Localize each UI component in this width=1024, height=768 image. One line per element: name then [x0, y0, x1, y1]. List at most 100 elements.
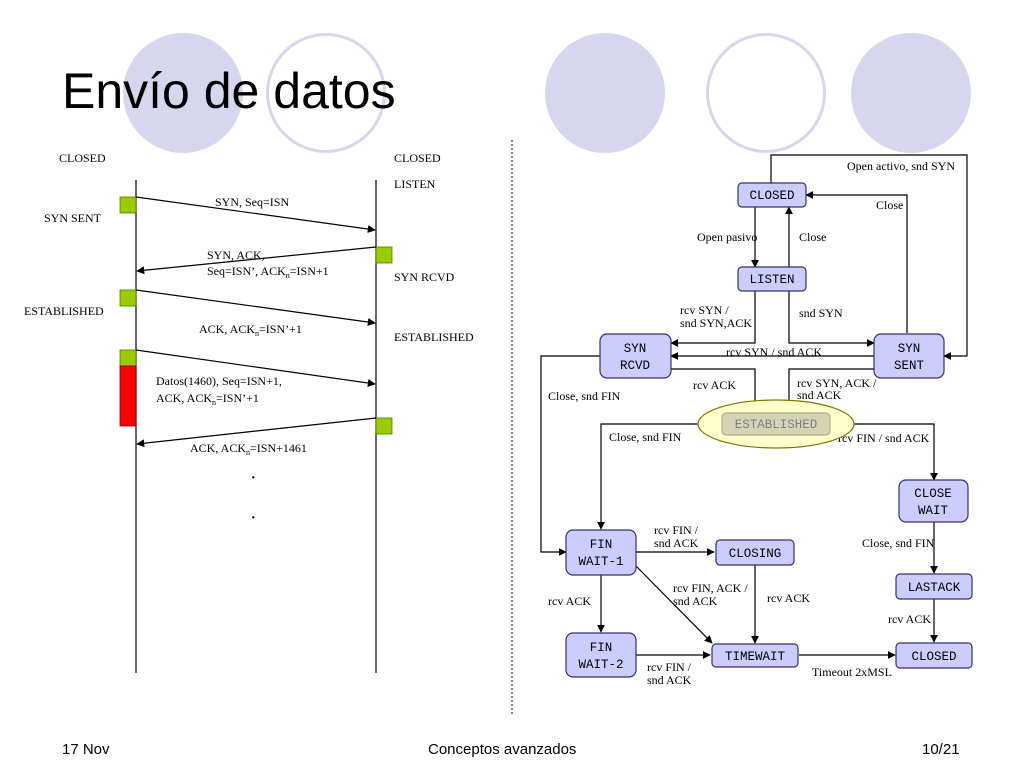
state-close-wait: CLOSE WAIT [898, 479, 969, 523]
state-lastack-label: LASTACK [908, 581, 961, 595]
segment-marker-syn [119, 196, 137, 214]
transition-close-syn-sent [805, 191, 908, 333]
state-fin-wait-1: FIN WAIT-1 [565, 529, 637, 576]
label-close-listen: Close [799, 230, 826, 244]
state-fin-wait-2: FIN WAIT-2 [565, 632, 637, 678]
message-arrow-final-ack [136, 417, 377, 448]
label-rcv-syn-snd-ack: rcv SYN / snd ACK [726, 345, 822, 359]
message-label-data-2: ACK, ACKn=ISN’+1 [156, 391, 259, 407]
label-fw1-rcv-fin-1: rcv FIN / [654, 523, 699, 537]
state-closed-top: CLOSED [737, 182, 807, 208]
label-rcv-finack-2: snd ACK [673, 594, 718, 608]
state-closed-top-label: CLOSED [749, 189, 794, 203]
state-fin-wait-1-label-1: FIN [590, 538, 613, 552]
transition-close-syn-rcvd [540, 355, 600, 556]
slide-title: Envío de datos [62, 63, 396, 119]
transition-open-activo [770, 154, 968, 360]
continuation-dot-1: · [250, 467, 257, 489]
message-label-ack: ACK, ACKn=ISN’+1 [199, 322, 302, 338]
server-state-syn-rcvd: SYN RCVD [394, 270, 455, 284]
state-syn-rcvd-label-1: SYN [624, 342, 647, 356]
state-closed-bottom-label: CLOSED [911, 650, 956, 664]
state-fin-wait-1-label-2: WAIT-1 [578, 555, 623, 569]
state-timewait-label: TIMEWAIT [725, 650, 786, 664]
server-state-established: ESTABLISHED [394, 330, 474, 344]
server-state-listen: LISTEN [394, 177, 436, 191]
label-close-snd-fin-cw: Close, snd FIN [862, 536, 935, 550]
transition-close-established [597, 423, 722, 530]
message-arrow-ack [135, 289, 376, 326]
state-syn-rcvd-label-2: RCVD [620, 359, 650, 373]
label-snd-syn: snd SYN [799, 306, 843, 320]
state-established-label: ESTABLISHED [735, 418, 818, 432]
state-close-wait-label-2: WAIT [918, 504, 949, 518]
client-state-syn-sent: SYN SENT [44, 211, 102, 225]
label-rcv-ack: rcv ACK [693, 378, 736, 392]
segment-marker-ack [119, 289, 137, 307]
segment-marker-data-header [119, 349, 137, 367]
message-label-syn: SYN, Seq=ISN [215, 195, 289, 209]
transition-rcv-synack [785, 368, 874, 412]
client-state-closed: CLOSED [59, 151, 106, 165]
message-label-synack-2: Seq=ISN’, ACKn=ISN+1 [207, 264, 329, 280]
state-close-wait-label-1: CLOSE [914, 487, 952, 501]
segment-marker-data-payload [119, 365, 137, 427]
label-open-activo: Open activo, snd SYN [847, 159, 955, 173]
message-label-final-ack: ACK, ACKn=ISN+1461 [190, 441, 307, 457]
transition-rcv-ack [671, 368, 759, 412]
tcp-state-machine: Open activo, snd SYN Close Open pasivo C… [540, 154, 973, 687]
message-label-data-1: Datos(1460), Seq=ISN+1, [156, 374, 282, 388]
label-open-pasivo: Open pasivo [697, 230, 757, 244]
state-fin-wait-2-label-1: FIN [590, 641, 613, 655]
state-closing: CLOSING [715, 539, 795, 566]
sequence-diagram: CLOSED SYN SENT ESTABLISHED CLOSED LISTE… [24, 151, 474, 673]
state-closing-label: CLOSING [729, 547, 782, 561]
label-rcv-syn-2: snd SYN,ACK [680, 316, 752, 330]
transition-rcv-fin-established [830, 423, 938, 481]
state-lastack: LASTACK [895, 573, 973, 600]
state-syn-rcvd: SYN RCVD [599, 333, 672, 379]
label-rcv-synack-2: snd ACK [797, 388, 842, 402]
label-lastack-rcv-ack: rcv ACK [888, 612, 931, 626]
label-close-snd-fin-est: Close, snd FIN [609, 430, 682, 444]
decorative-circle-1 [123, 33, 243, 153]
message-label-synack-1: SYN, ACK, [207, 248, 265, 262]
state-timewait: TIMEWAIT [711, 643, 799, 668]
state-syn-sent-label-1: SYN [898, 342, 921, 356]
label-closing-rcv-ack: rcv ACK [767, 591, 810, 605]
decorative-circle-2 [266, 33, 386, 153]
state-closed-bottom: CLOSED [895, 642, 973, 669]
decorative-circle-3 [545, 33, 665, 153]
decorative-circle-5 [851, 33, 971, 153]
label-rcv-syn-1: rcv SYN / [680, 303, 729, 317]
state-syn-sent-label-2: SENT [894, 359, 925, 373]
label-fw2-rcv-fin-1: rcv FIN / [647, 660, 692, 674]
message-arrow-synack [136, 246, 377, 275]
label-fw2-rcv-fin-2: snd ACK [647, 673, 692, 687]
label-fw1-rcv-ack: rcv ACK [548, 594, 591, 608]
message-arrow-data [135, 349, 376, 387]
state-syn-sent: SYN SENT [873, 333, 945, 379]
label-timeout: Timeout 2xMSL [812, 665, 892, 679]
footer-date: 17 Nov [62, 741, 110, 758]
continuation-dot-2: · [250, 507, 257, 529]
state-listen: LISTEN [737, 266, 807, 292]
transition-snd-syn [788, 291, 875, 347]
state-fin-wait-2-label-2: WAIT-2 [578, 658, 623, 672]
label-close-snd-fin-left: Close, snd FIN [548, 389, 621, 403]
label-close-top: Close [876, 198, 903, 212]
segment-marker-final-ack [375, 417, 393, 435]
footer-topic: Conceptos avanzados [428, 741, 577, 758]
footer-page-number: 10/21 [922, 741, 960, 758]
state-listen-label: LISTEN [749, 273, 794, 287]
server-state-closed: CLOSED [394, 151, 441, 165]
transition-rcv-syn [670, 291, 756, 347]
label-rcv-fin-snd-ack: rcv FIN / snd ACK [838, 431, 930, 445]
segment-marker-synack [375, 246, 393, 264]
state-established: ESTABLISHED [697, 399, 855, 449]
transition-fw1-to-timewait [635, 565, 713, 644]
message-arrow-syn [135, 196, 376, 233]
client-state-established: ESTABLISHED [24, 304, 104, 318]
